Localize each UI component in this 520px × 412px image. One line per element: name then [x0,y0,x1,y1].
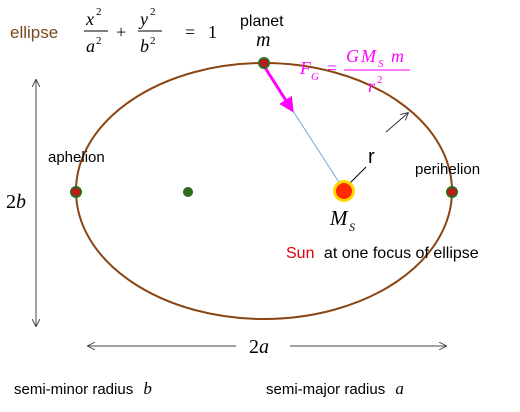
perihelion-label: perihelion [415,161,480,178]
r-pointer-arrow [385,113,408,133]
force-den-exp: 2 [377,74,383,86]
eq-rhs: 1 [208,22,217,42]
force-den-r: r [368,76,376,96]
eq-y-den-exp: 2 [150,35,156,47]
empty-focus-point [183,187,193,197]
sun-mass-subscript: S [349,220,355,234]
sun-caption-rest: at one focus of ellipse [324,245,479,262]
eq-y-exp: 2 [150,6,156,18]
force-num-M: M [360,46,377,66]
semi-major-caption: semi-major radius a [266,379,404,398]
ellipse-label: ellipse [10,23,58,42]
two-a-label: 2a [249,336,269,358]
force-lhs-sub: G [311,71,319,83]
two-a-num: 2 [249,336,259,358]
r-label: r [368,146,375,168]
sun-mass-symbol: M [329,206,349,230]
perihelion-point [446,186,458,198]
eq-x-exp: 2 [96,6,102,18]
force-num-sub: S [378,58,384,70]
eq-equals: = [185,22,195,42]
planet-label: planet [240,13,284,30]
force-num-m: m [391,46,404,66]
aphelion-point [70,186,82,198]
force-lhs: F [299,58,312,78]
sun-caption-red: Sun [286,245,314,262]
semi-minor-text: semi-minor radius [14,381,133,398]
semi-minor-var: b [143,379,152,398]
semi-major-var: a [395,379,404,398]
eq-x-num: x [85,9,94,29]
force-equals: = [327,58,337,78]
eq-x-den-exp: 2 [96,35,102,47]
force-arrow [262,65,294,113]
eq-x-den: a [86,36,95,56]
orbit-ellipse [75,62,453,320]
eq-plus: + [116,22,126,42]
two-b-num: 2 [6,191,16,213]
planet-mass-symbol: m [256,29,270,51]
semi-minor-caption: semi-minor radius b [14,379,152,398]
semi-major-text: semi-major radius [266,381,385,398]
two-b-var: b [16,191,26,213]
sun-caption: Sun at one focus of ellipse [286,245,479,262]
eq-y-num: y [138,9,148,29]
eq-y-den: b [140,36,149,56]
aphelion-label: aphelion [48,149,105,166]
planet-point [258,57,270,69]
two-a-var: a [259,336,269,358]
force-num-G: G [346,46,359,66]
sun-icon [336,183,352,199]
two-b-label: 2b [6,191,26,213]
